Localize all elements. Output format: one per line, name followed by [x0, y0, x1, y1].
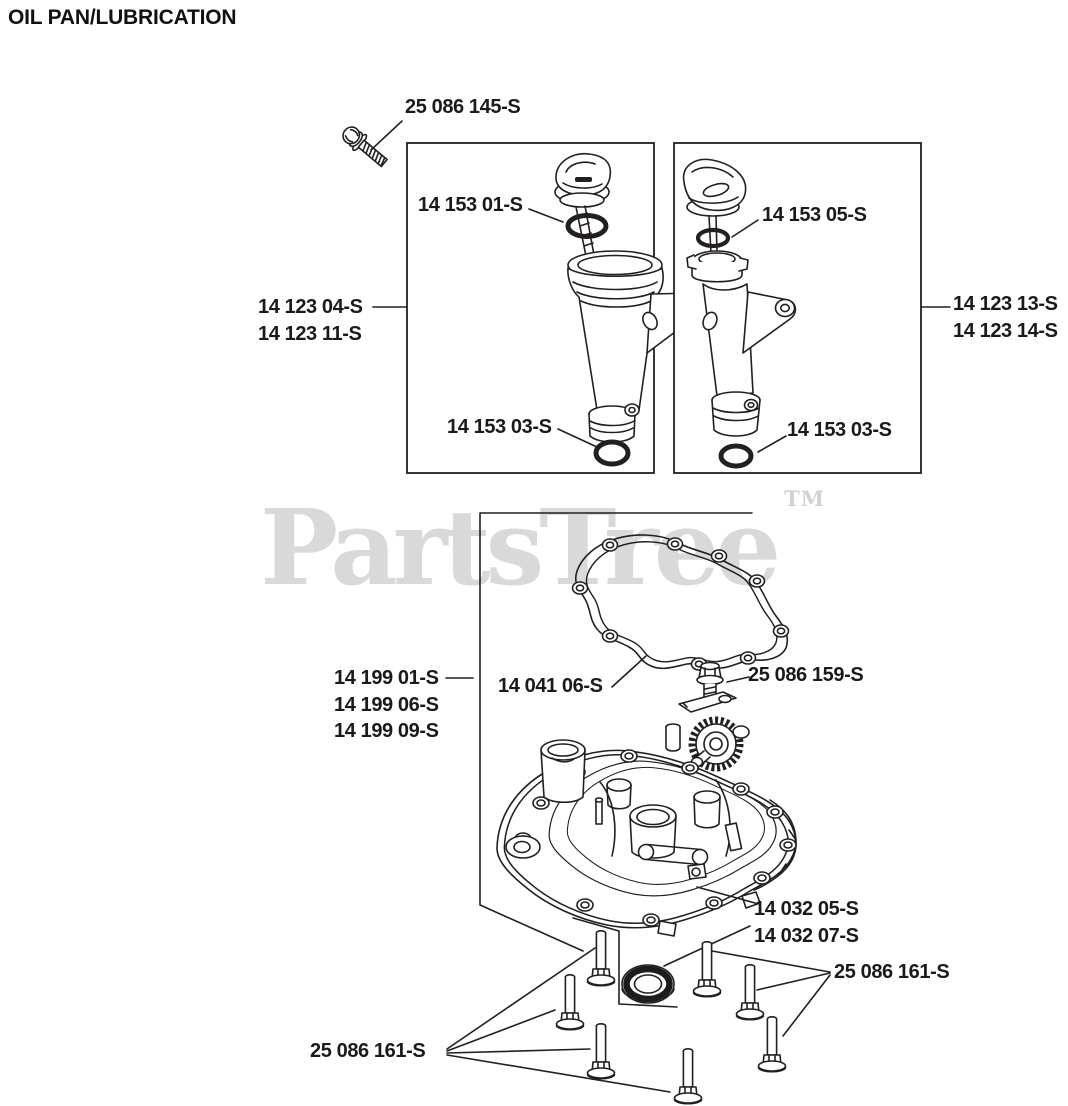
part-label-oring-right-upper: 14 153 05-S: [762, 204, 867, 226]
leader-gasket: [611, 655, 647, 688]
part-label-dipstick-left-a: 14 123 04-S: [258, 296, 363, 318]
page-title: OIL PAN/LUBRICATION: [8, 6, 237, 29]
oring-right-upper-drawing: [695, 227, 731, 249]
pump-gear-assembly-drawing: [665, 691, 750, 772]
watermark-brand: PartsTree: [260, 486, 781, 609]
gasket-drawing: [571, 534, 790, 671]
leader-oil-pan-group: [445, 512, 753, 952]
oil-seal-drawing: [621, 964, 675, 1004]
part-label-pan-bolts-left: 25 086 161-S: [310, 1040, 426, 1062]
left-dipstick-box-group: [406, 142, 708, 474]
leader-screw-top: [370, 120, 403, 151]
part-label-dipstick-left-b: 14 123 11-S: [258, 323, 362, 345]
part-label-pump-bolt: 25 086 159-S: [748, 664, 864, 686]
right-dipstick-box-group: [673, 142, 922, 474]
part-label-oil-seal-a: 14 032 05-S: [754, 898, 859, 920]
part-label-oring-right-lower: 14 153 03-S: [787, 419, 892, 441]
watermark-tm: TM: [784, 486, 826, 511]
leader-bolts-left: [446, 947, 671, 1093]
part-label-gasket: 14 041 06-S: [498, 675, 603, 697]
part-label-flange-screw: 25 086 145-S: [405, 96, 521, 118]
part-label-oil-pan-c: 14 199 09-S: [334, 720, 439, 742]
gasket-bolt-holes: [571, 537, 790, 671]
pan-bolts-drawing: [555, 929, 787, 1105]
leader-pump-bolt: [726, 676, 750, 683]
part-label-pan-bolts-right: 25 086 161-S: [834, 961, 950, 983]
part-label-oring-left-upper: 14 153 01-S: [418, 194, 523, 216]
part-label-dipstick-right-b: 14 123 14-S: [953, 320, 1058, 342]
oil-pan-drawing: [496, 739, 797, 1008]
part-label-oil-pan-b: 14 199 06-S: [334, 694, 439, 716]
leader-bolts-right: [711, 950, 831, 1037]
part-label-oil-seal-b: 14 032 07-S: [754, 925, 859, 947]
part-label-oring-left-lower: 14 153 03-S: [447, 416, 552, 438]
oring-left-lower-drawing: [593, 439, 631, 467]
part-label-dipstick-right-a: 14 123 13-S: [953, 293, 1058, 315]
oring-right-lower-drawing: [718, 443, 754, 469]
flange-screw-drawing: [342, 126, 388, 168]
oring-left-upper-drawing: [565, 213, 609, 239]
part-label-oil-pan-a: 14 199 01-S: [334, 667, 439, 689]
